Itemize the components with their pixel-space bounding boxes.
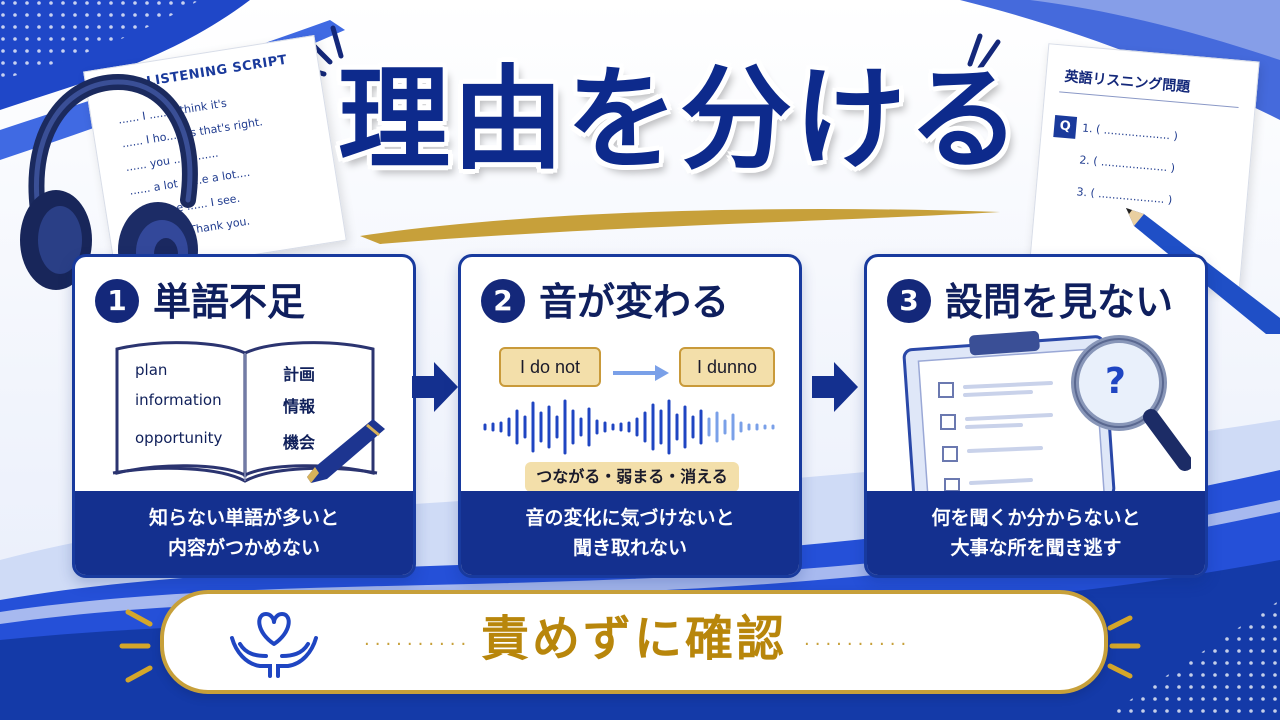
step-number-badge: 3 bbox=[887, 279, 931, 323]
caption-line: 大事な所を聞き逃す bbox=[950, 537, 1122, 559]
bottom-message-pill: ·········· 責めずに確認 ·········· bbox=[160, 590, 1108, 694]
main-title: 理由を分ける bbox=[338, 55, 1022, 185]
caption-line: 音の変化に気づけないと bbox=[525, 507, 735, 529]
card-caption: 何を聞くか分からないと 大事な所を聞き逃す bbox=[867, 491, 1205, 575]
caption-line: 内容がつかめない bbox=[167, 537, 320, 559]
question-mark: ? bbox=[1105, 361, 1126, 402]
caption-line: 聞き取れない bbox=[572, 537, 687, 559]
book-word-en: opportunity bbox=[135, 429, 223, 447]
question-paper-title: 英語リスニング問題 bbox=[1063, 68, 1191, 96]
q-badge: Q bbox=[1053, 115, 1078, 139]
decorative-dots: ·········· bbox=[804, 634, 912, 655]
speech-bubble-after: I dunno bbox=[679, 347, 775, 387]
bottom-message: 責めずに確認 bbox=[480, 611, 787, 667]
question-item: 2. ( ................... ) bbox=[1078, 153, 1176, 175]
question-item: 1. ( ................... ) bbox=[1081, 121, 1179, 143]
caption-line: 何を聞くか分からないと bbox=[931, 507, 1141, 529]
hands-heart-icon bbox=[230, 612, 318, 678]
book-word-en: plan bbox=[135, 361, 168, 379]
card-heading: 設問を見ない bbox=[945, 280, 1174, 324]
card-heading: 音が変わる bbox=[539, 280, 730, 324]
book-word-jp: 情報 bbox=[283, 397, 316, 416]
arrow-right-icon bbox=[412, 362, 458, 412]
step-number-badge: 2 bbox=[481, 279, 525, 323]
book-word-jp: 計画 bbox=[283, 365, 316, 384]
sound-change-tag: つながる・弱まる・消える bbox=[525, 462, 739, 492]
speech-bubble-before: I do not bbox=[499, 347, 601, 387]
caption-line: 知らない単語が多いと bbox=[148, 507, 339, 529]
arrow-right-icon bbox=[613, 365, 669, 381]
card-sound-change: 2 音が変わる I do not I dunno bbox=[458, 254, 802, 578]
card-not-reading-questions: 3 設問を見ない ? 何を聞くか分からないと 大事な所を聞き逃す bbox=[864, 254, 1208, 578]
step-number-badge: 1 bbox=[95, 279, 139, 323]
pen-icon bbox=[307, 419, 385, 483]
book-word-en: information bbox=[135, 391, 222, 409]
arrow-right-icon bbox=[812, 362, 858, 412]
clipboard-checklist-icon bbox=[902, 331, 1191, 493]
open-book-icon bbox=[112, 341, 378, 483]
divider bbox=[1059, 91, 1239, 109]
card-caption: 音の変化に気づけないと 聞き取れない bbox=[461, 491, 799, 575]
card-heading: 単語不足 bbox=[153, 280, 306, 324]
decorative-dots: ·········· bbox=[364, 634, 472, 655]
card-vocabulary-shortage: 1 単語不足 plan information opportunity 計画 情… bbox=[72, 254, 416, 578]
book-word-jp: 機会 bbox=[283, 433, 316, 452]
sound-wave-icon bbox=[483, 399, 775, 455]
card-caption: 知らない単語が多いと 内容がつかめない bbox=[75, 491, 413, 575]
